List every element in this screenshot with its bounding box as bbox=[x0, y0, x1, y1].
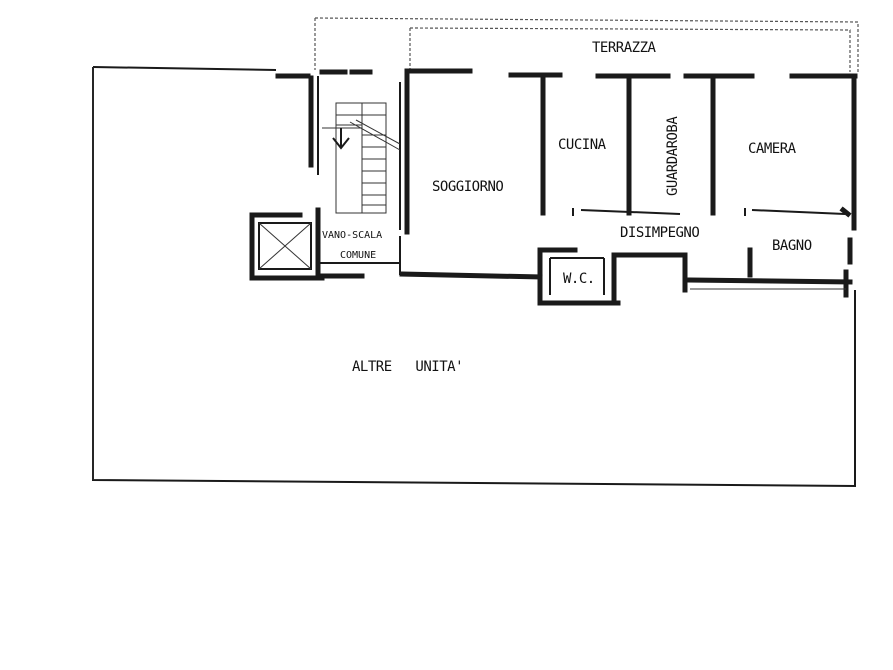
stair-arrow-icon bbox=[332, 128, 350, 150]
label-bagno: BAGNO bbox=[772, 238, 812, 254]
label-camera: CAMERA bbox=[748, 141, 797, 157]
label-guardaroba: GUARDAROBA bbox=[665, 116, 681, 196]
stairwell-walls bbox=[308, 71, 410, 235]
label-disimpegno: DISIMPEGNO bbox=[620, 225, 699, 241]
label-cucina: CUCINA bbox=[558, 137, 607, 153]
stairs bbox=[322, 102, 401, 214]
elevator-shaft bbox=[249, 207, 325, 281]
label-wc: W.C. bbox=[563, 271, 595, 287]
label-soggiorno: SOGGIORNO bbox=[432, 179, 503, 195]
landing-walls bbox=[318, 236, 401, 279]
interior-walls bbox=[540, 77, 852, 218]
north-wall bbox=[275, 68, 858, 79]
building-outline bbox=[92, 66, 856, 488]
terrace-outline bbox=[314, 17, 859, 72]
label-altre-unita: ALTRE UNITA' bbox=[352, 359, 463, 375]
label-terrazza: TERRAZZA bbox=[592, 40, 657, 56]
label-vano-scala: VANO-SCALA bbox=[322, 230, 382, 241]
label-comune: COMUNE bbox=[340, 250, 376, 261]
east-wall bbox=[847, 75, 857, 265]
south-walls bbox=[399, 247, 853, 306]
